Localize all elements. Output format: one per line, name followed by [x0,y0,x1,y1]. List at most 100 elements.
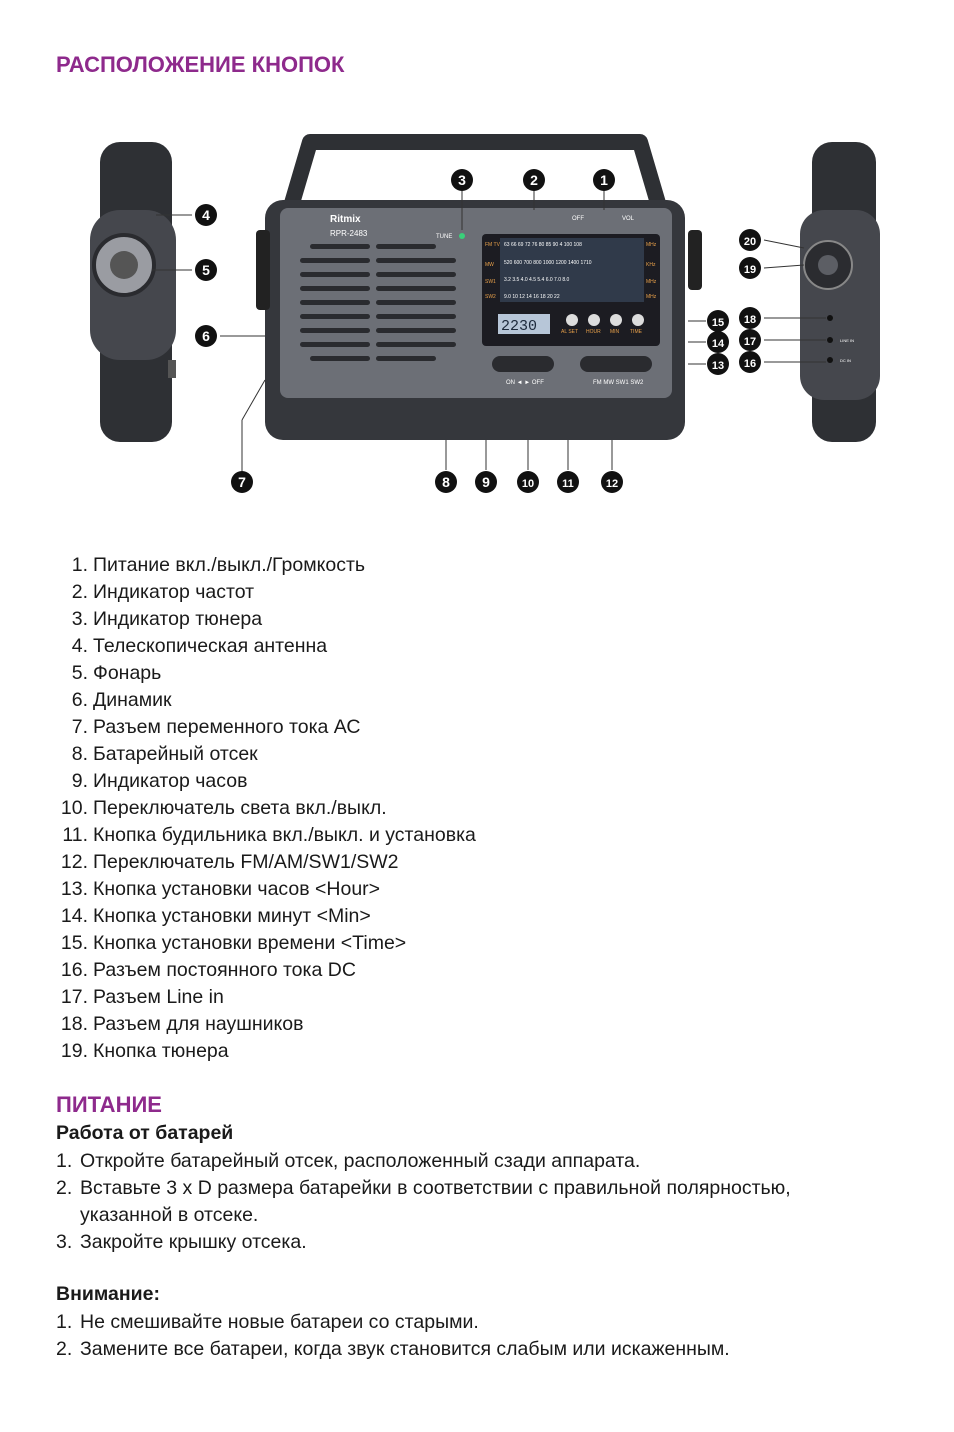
battery-steps: 1.Откройте батарейный отсек, расположенн… [56,1148,796,1256]
list-item: 3.Закройте крышку отсека. [56,1231,307,1253]
clock-display [498,314,550,334]
callout-marker-9 [475,471,497,493]
callout-number-13: 13 [712,360,724,372]
list-item: 2.Замените все батареи, когда звук стано… [56,1338,730,1360]
scale-fm: 63 66 69 72 76 80 85 90 4 100 108 [504,242,582,248]
list-item: 18.Разъем для наушников [60,1013,304,1035]
list-item: 4.Телескопическая антенна [71,635,328,657]
tuner-knob [688,230,702,290]
callout-marker-11 [557,471,579,493]
list-item: 14.Кнопка установки минут <Min> [60,905,371,927]
callout-number-19: 19 [744,264,756,276]
off-label: OFF [572,216,584,222]
time-button[interactable] [632,314,644,326]
callout-number-10: 10 [522,478,534,490]
hour-button[interactable] [588,314,600,326]
band-unit-fm: MHz [646,242,657,248]
list-item: 1.Откройте батарейный отсек, расположенн… [56,1150,641,1172]
callout-marker-18 [739,307,761,329]
band-unit-sw2: MHz [646,294,657,300]
callout-marker-7 [231,471,253,493]
callout-marker-16 [739,351,761,373]
list-item: 1.Питание вкл./выкл./Громкость [71,554,366,576]
min-label: MIN [610,329,620,335]
callout-number-8: 8 [442,474,450,490]
dc-in-label: DC IN [840,358,851,363]
light-switch[interactable] [492,356,554,372]
handle [282,134,668,213]
callout-marker-5 [195,259,217,281]
list-item: 2.Вставьте 3 х D размера батарейки в соо… [56,1177,791,1226]
callout-number-1: 1 [600,172,608,188]
band-unit-mw: KHz [646,262,656,268]
line-in-label: LINE IN [840,338,854,343]
band-label-sw1: SW1 [485,279,496,285]
callout-marker-1 [593,169,615,191]
band-switch[interactable] [580,356,652,372]
callout-number-6: 6 [202,328,210,344]
list-item: 2.Индикатор частот [71,581,255,603]
callout-number-9: 9 [482,474,490,490]
brand-logo: Ritmix [330,214,361,225]
callout-marker-19 [739,257,761,279]
scale-mw: 520 600 700 800 1000 1200 1400 1710 [504,260,592,266]
radio-right-side-view: LINE IN DC IN [800,142,880,442]
time-label: TIME [630,329,643,335]
callout-number-12: 12 [606,478,618,490]
band-label-mw: MW [485,262,494,268]
hour-label: HOUR [586,329,601,335]
list-item: 15.Кнопка установки времени <Time> [60,932,407,954]
callout-marker-14 [707,331,729,353]
list-item: 16.Разъем постоянного тока DC [60,959,356,981]
parts-list: 1.Питание вкл./выкл./Громкость 2.Индикат… [0,552,476,1065]
callout-marker-10 [517,471,539,493]
callout-marker-3 [451,169,473,191]
callout-marker-15 [707,310,729,332]
battery-subtitle: Работа от батарей [56,1122,234,1144]
callout-marker-17 [739,329,761,351]
headphone-jack [827,315,833,321]
callout-number-2: 2 [530,172,538,188]
callout-marker-8 [435,471,457,493]
list-item: 5.Фонарь [71,662,162,684]
list-item: 19.Кнопка тюнера [60,1040,229,1062]
callout-number-5: 5 [202,262,210,278]
callout-leaders [152,188,826,480]
tune-label: TUNE [436,234,452,240]
tune-indicator [459,233,465,239]
radio-illustration: Ritmix RPR-2483 TUNE OFF VOL FM TV MW SW… [90,134,880,493]
callout-marker-6 [195,325,217,347]
min-button[interactable] [610,314,622,326]
section-title-power: ПИТАНИЕ [56,1092,162,1117]
list-item: 3.Индикатор тюнера [71,608,263,630]
model-label: RPR-2483 [330,229,368,238]
clock-buttons [566,314,644,326]
callout-marker-4 [195,204,217,226]
scale-sw2: 9.0 10 12 14 16 18 20 22 [504,294,560,300]
scale-sw1: 3.2 3.5 4.0 4.5 5.4 6.0 7.0 8.0 [504,277,570,283]
callout-marker-13 [707,353,729,375]
section-title-buttons: РАСПОЛОЖЕНИЕ КНОПОК [56,52,345,77]
al-set-button[interactable] [566,314,578,326]
list-item: 8.Батарейный отсек [71,743,258,765]
callout-number-16: 16 [744,358,756,370]
list-item: 7.Разъем переменного тока АС [71,716,361,738]
radio-left-side-view [90,142,176,442]
band-label-sw2: SW2 [485,294,496,300]
list-item: 1.Не смешивайте новые батареи со старыми… [56,1311,479,1333]
speaker-grille [300,244,456,361]
warning-title: Внимание: [56,1283,160,1305]
dc-in-jack [827,357,833,363]
callout-number-15: 15 [712,317,724,329]
light-switch-label: ON ◄ ► OFF [506,380,544,386]
callout-number-20: 20 [744,236,756,248]
list-item: 12.Переключатель FM/AM/SW1/SW2 [60,851,399,873]
radio-front-view: Ritmix RPR-2483 TUNE OFF VOL FM TV MW SW… [256,134,702,440]
clock-display-value: 2230 [501,318,537,335]
list-item: 11.Кнопка будильника вкл./выкл. и устано… [62,824,476,846]
warning-steps: 1.Не смешивайте новые батареи со старыми… [56,1309,916,1363]
list-item: 13.Кнопка установки часов <Hour> [60,878,381,900]
line-in-jack [827,337,833,343]
callout-number-7: 7 [238,474,246,490]
